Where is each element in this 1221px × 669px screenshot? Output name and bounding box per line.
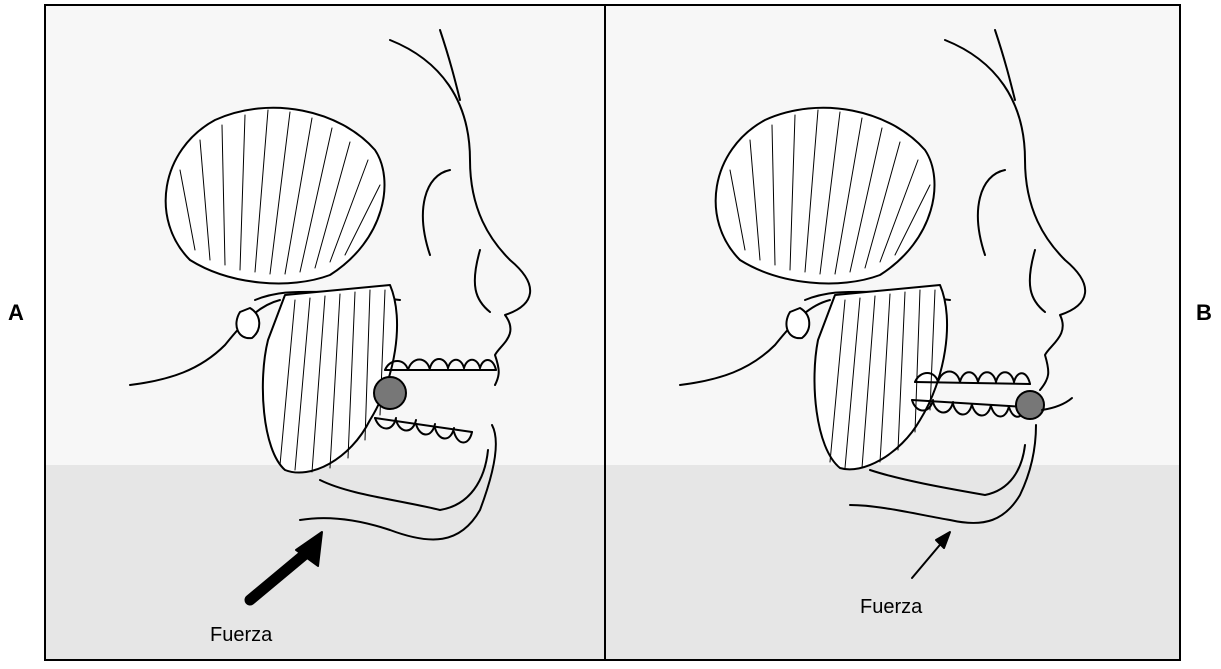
panel-b-force-label: Fuerza: [860, 596, 922, 619]
panel-b-label: B: [1196, 300, 1212, 326]
panel-b-temporalis: [716, 108, 935, 284]
panel-a-force-label: Fuerza: [210, 624, 272, 647]
panel-b-condyle: [786, 308, 809, 338]
panel-b-food-bolus: [1016, 391, 1044, 419]
panel-a-temporalis: [166, 108, 385, 284]
panel-a-condyle: [236, 308, 259, 338]
panel-a-food-bolus: [374, 377, 406, 409]
panel-a-label: A: [8, 300, 24, 326]
